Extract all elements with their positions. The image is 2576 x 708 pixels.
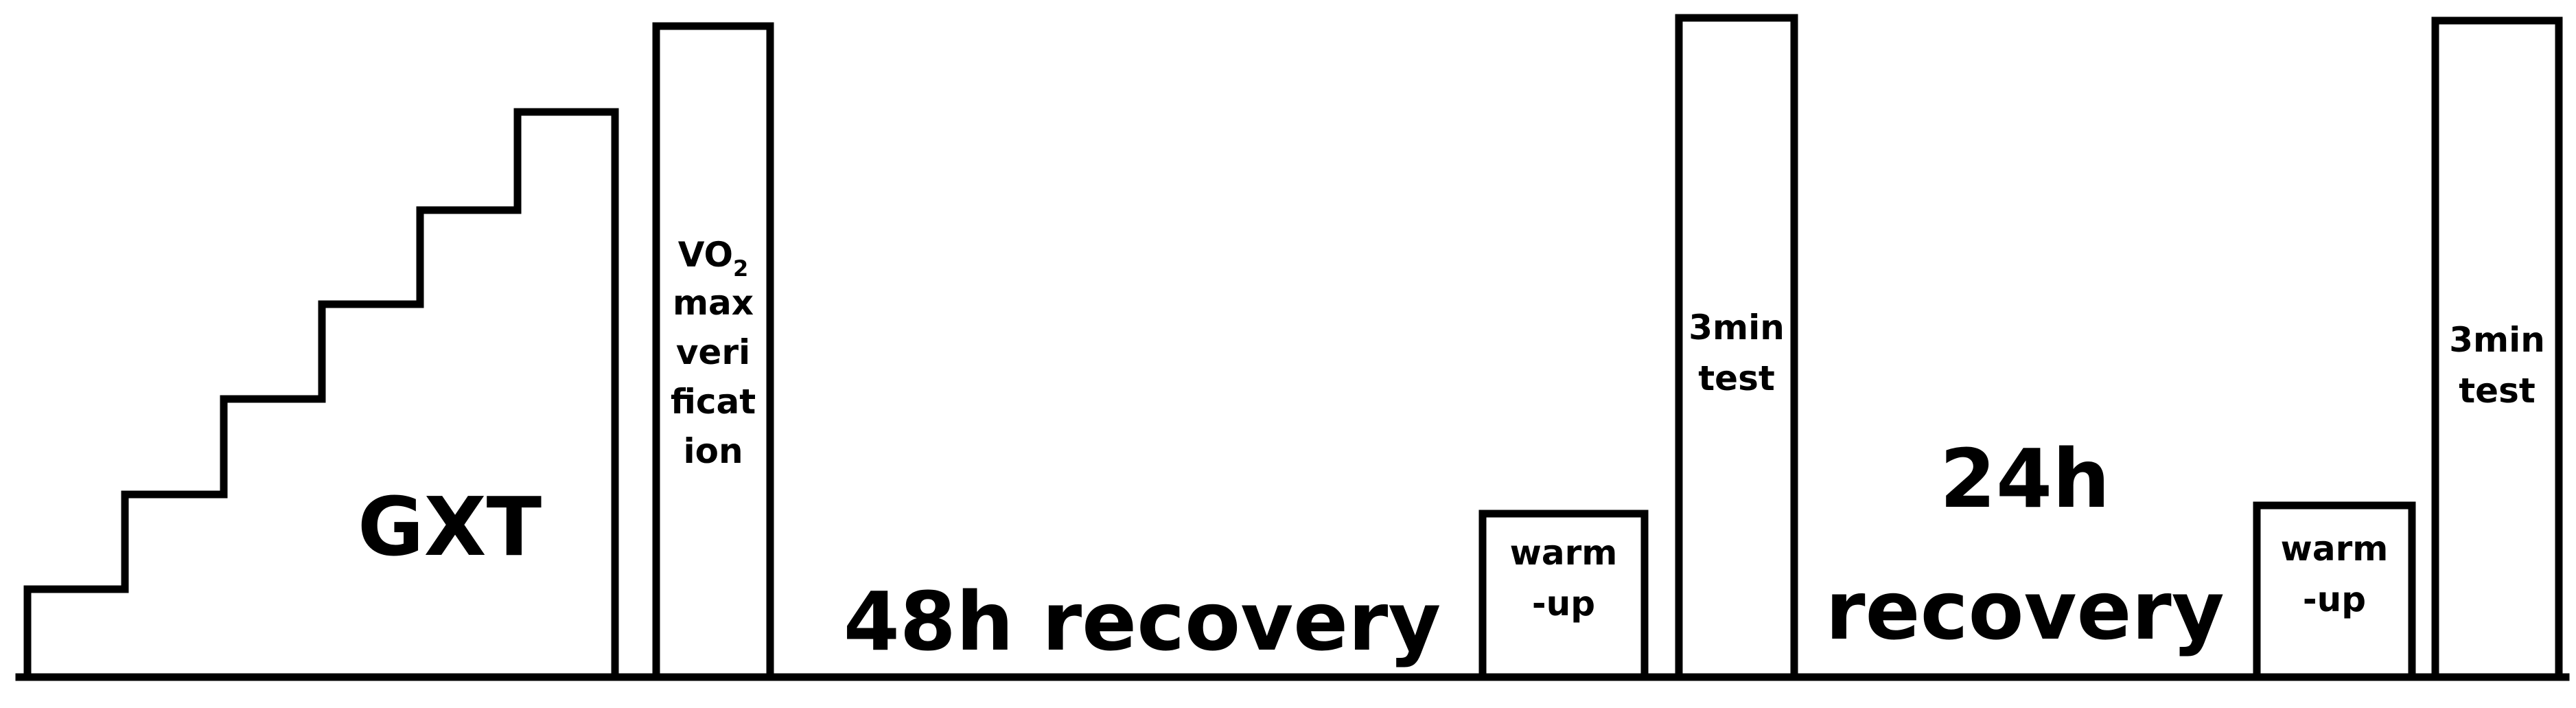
test-box-2 [2431, 16, 2563, 681]
test-1-line-2: test [1698, 358, 1774, 398]
warmup-2-line-2: -up [2303, 580, 2366, 619]
vo2max-verification-box [652, 22, 774, 681]
test-2-line-2: test [2459, 371, 2535, 411]
vo2-line-1: max [673, 283, 754, 323]
recovery-24h-line-2: recovery [1825, 563, 2224, 658]
warmup-box-2 [2253, 501, 2416, 681]
vo2-label: VO2 [678, 235, 749, 282]
vo2-line-4: ion [683, 431, 743, 471]
gxt-staircase [23, 108, 619, 681]
recovery-48h-label: 48h recovery [844, 574, 1441, 669]
warmup-box-1 [1478, 510, 1649, 681]
test-box-1 [1675, 14, 1798, 681]
vo2-line-2: veri [676, 332, 750, 372]
test-1-line-1: 3min [1689, 308, 1785, 347]
vo2-line-3: ficat [671, 382, 756, 422]
gxt-label: GXT [358, 479, 542, 574]
warmup-1-line-2: -up [1532, 584, 1595, 624]
warmup-2-line-1: warm [2281, 529, 2389, 569]
warmup-1-line-1: warm [1510, 533, 1618, 573]
recovery-24h-line-1: 24h [1940, 431, 2110, 526]
test-2-line-1: 3min [2449, 320, 2545, 360]
